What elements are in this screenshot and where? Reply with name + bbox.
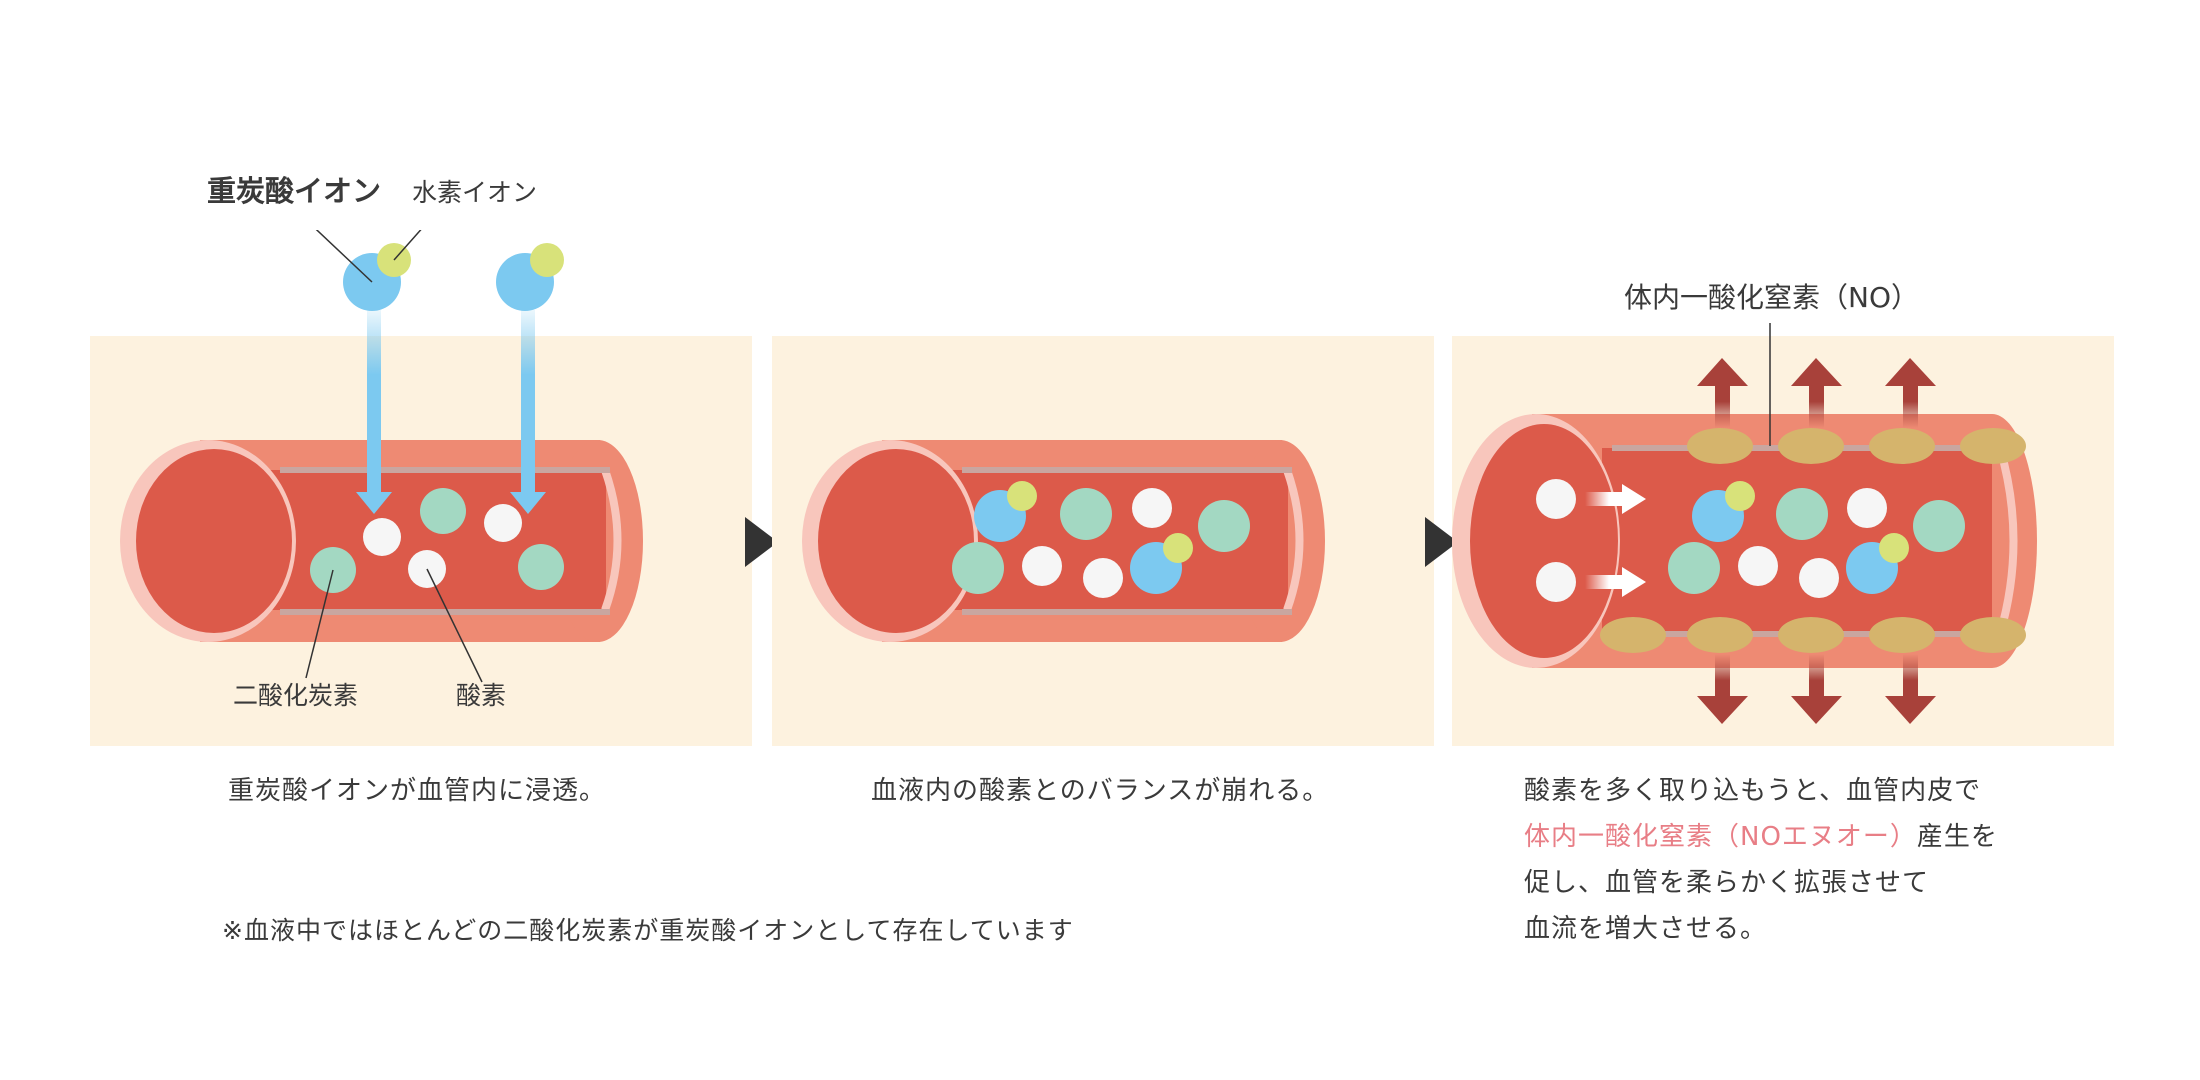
oxygen-molecule [1847, 488, 1887, 528]
co2-molecule [1198, 500, 1250, 552]
oxygen-molecule [363, 518, 401, 556]
step-arrow-1 [745, 517, 778, 567]
no-cell [1778, 428, 1844, 464]
step3-caption-line1: 酸素を多く取り込もうと、血管内皮で [1524, 776, 1982, 806]
bicarbonate-arrow-head [510, 492, 546, 514]
step3-caption-line2: 体内一酸化窒素（NOエヌオー）産生を [1524, 814, 1998, 860]
step3-caption-line3: 促し、血管を柔らかく拡張させて [1524, 868, 1930, 898]
no-cell [1778, 617, 1844, 653]
bicarbonate-arrow-shaft [521, 310, 535, 495]
leader-line [305, 569, 334, 679]
hydrogen-ion [1879, 533, 1909, 563]
oxygen-molecule [1536, 562, 1576, 602]
step2-vessel-diagram [802, 440, 1325, 642]
co2-molecule [1776, 488, 1828, 540]
step3-caption-line2-rest: 産生を [1916, 822, 1998, 852]
no-cell [1687, 428, 1753, 464]
hydrogen-ion [530, 243, 564, 277]
oxygen-label: 酸素 [456, 681, 507, 710]
endothelial-cells-top [1687, 428, 2026, 464]
bicarbonate-arrow-head [356, 492, 392, 514]
co2-molecule [1060, 488, 1112, 540]
co2-molecule [1913, 500, 1965, 552]
no-arrows-down [1697, 654, 1936, 724]
no-cell [1960, 617, 2026, 653]
carbon-dioxide-label: 二酸化炭素 [233, 681, 359, 710]
no-cell [1869, 428, 1935, 464]
oxygen-inflow-arrow [1585, 484, 1646, 514]
nitric-oxide-highlight: 体内一酸化窒素（NOエヌオー） [1524, 822, 1917, 852]
oxygen-molecule [1132, 488, 1172, 528]
step1-vessel-diagram [120, 230, 643, 683]
step3-caption: 酸素を多く取り込もうと、血管内皮で 体内一酸化窒素（NOエヌオー）産生を 促し、… [1524, 768, 1998, 952]
leader-line [393, 230, 422, 261]
co2-molecule [952, 542, 1004, 594]
no-cell [1687, 617, 1753, 653]
endothelial-cells-bottom [1600, 617, 2026, 653]
hydrogen-ion-label: 水素イオン [412, 178, 538, 207]
no-cell [1600, 617, 1666, 653]
oxygen-molecule [1738, 546, 1778, 586]
step2-caption: 血液内の酸素とのバランスが崩れる。 [871, 776, 1330, 806]
bicarbonate-ion-label: 重炭酸イオン [207, 174, 382, 208]
oxygen-molecule [1083, 558, 1123, 598]
oxygen-molecule [1022, 546, 1062, 586]
nitric-oxide-label: 体内一酸化窒素（NO） [1624, 281, 1919, 314]
oxygen-molecule [484, 504, 522, 542]
step3-vessel-diagram [1452, 323, 2037, 724]
oxygen-inflow-arrow [1585, 567, 1646, 597]
step3-caption-line4: 血流を増大させる。 [1524, 914, 1768, 944]
bicarbonate-arrow-shaft [367, 310, 381, 495]
co2-molecule [518, 544, 564, 590]
no-cell [1960, 428, 2026, 464]
step1-caption: 重炭酸イオンが血管内に浸透。 [228, 776, 607, 806]
footnote: ※血液中ではほとんどの二酸化炭素が重炭酸イオンとして存在しています [222, 916, 1074, 945]
step-arrow-2 [1425, 517, 1458, 567]
co2-molecule [420, 488, 466, 534]
hydrogen-ion [1725, 481, 1755, 511]
no-arrows-up [1697, 358, 1936, 428]
leader-line [315, 230, 373, 283]
hydrogen-ion [1163, 533, 1193, 563]
oxygen-molecule [1799, 558, 1839, 598]
no-cell [1869, 617, 1935, 653]
co2-molecule [1668, 542, 1720, 594]
oxygen-molecule [1536, 479, 1576, 519]
leader-line [426, 568, 483, 683]
hydrogen-ion [1007, 481, 1037, 511]
blood-vessel [802, 440, 1325, 642]
